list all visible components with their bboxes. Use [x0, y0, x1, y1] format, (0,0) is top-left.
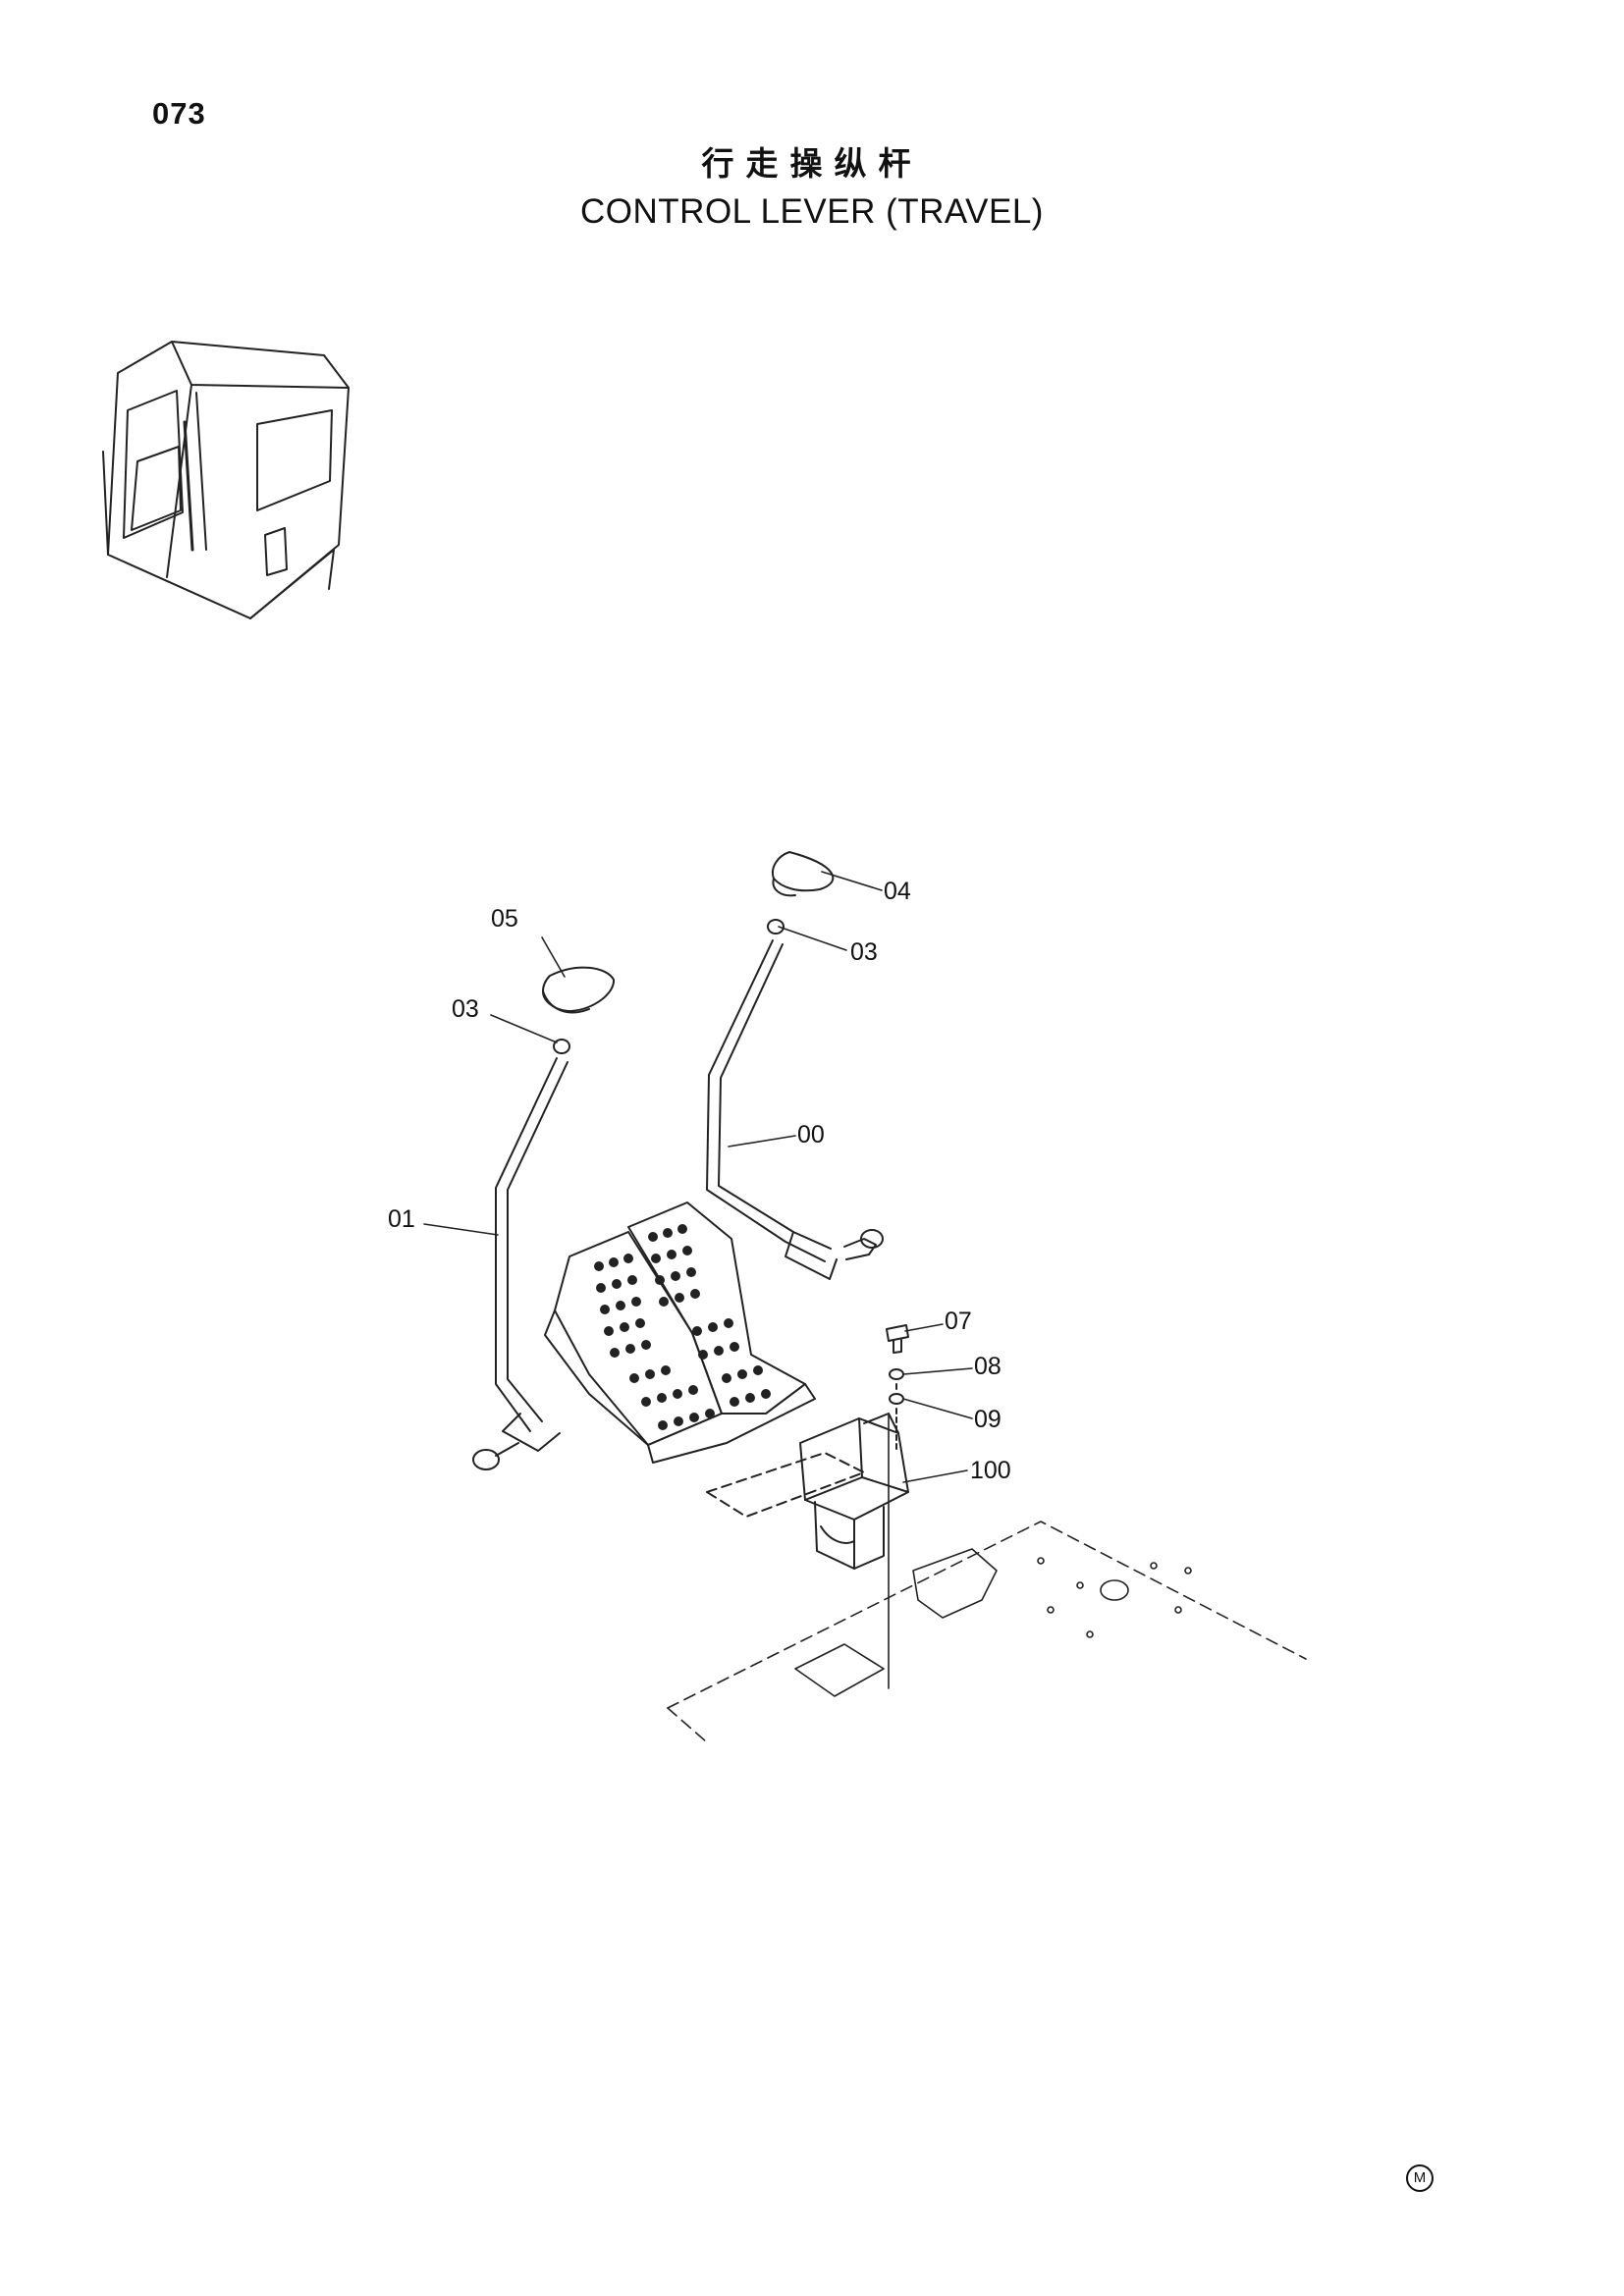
- callout-01: 01: [388, 1205, 415, 1233]
- leader-lines: [423, 871, 973, 1483]
- title-english: CONTROL LEVER (TRAVEL): [580, 192, 1044, 231]
- callout-00: 00: [797, 1121, 825, 1148]
- m-mark: M: [1406, 2164, 1434, 2192]
- pilot-valve: [799, 1413, 909, 1570]
- pedal-perforations: [594, 1224, 771, 1430]
- callout-08: 08: [974, 1353, 1001, 1380]
- callout-03-left: 03: [452, 995, 479, 1023]
- title-chinese: 行走操纵杆: [701, 144, 923, 183]
- left-lever-assembly: [472, 966, 616, 1470]
- callout-07: 07: [945, 1308, 972, 1335]
- callout-03-right: 03: [850, 938, 878, 966]
- right-lever-assembly: [706, 851, 884, 1280]
- callout-100: 100: [970, 1457, 1011, 1484]
- page-number: 073: [152, 96, 206, 131]
- callout-05: 05: [491, 905, 518, 933]
- travel-pedals: [544, 1201, 865, 1518]
- floor-plate: [667, 1413, 1307, 1743]
- callout-04: 04: [884, 878, 911, 905]
- callout-09: 09: [974, 1406, 1001, 1433]
- floor-plate-holes: [1037, 1557, 1192, 1638]
- cab-thumbnail: [102, 341, 350, 619]
